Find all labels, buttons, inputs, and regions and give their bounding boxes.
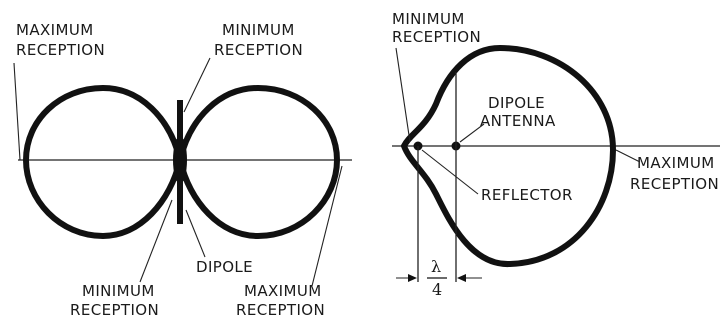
left-top-left-leader bbox=[13, 62, 21, 161]
dipole-label: DIPOLE bbox=[196, 258, 253, 276]
reflector-label: REFLECTOR bbox=[481, 186, 573, 204]
left-bottom-center-label: MINIMUM RECEPTION bbox=[70, 282, 160, 319]
spacing-numerator: λ bbox=[431, 257, 441, 276]
right-maximum-leader bbox=[615, 149, 641, 163]
right-lobe bbox=[176, 84, 341, 240]
dipole-pattern-diagram: MAXIMUM RECEPTION MINIMUM RECEPTION MINI… bbox=[13, 21, 352, 319]
dipole-antenna-leader bbox=[459, 123, 485, 143]
left-top-center-label: MINIMUM RECEPTION bbox=[214, 21, 303, 59]
left-lobe bbox=[22, 84, 184, 240]
reflector-pattern-diagram: MINIMUM RECEPTION DIPOLE ANTENNA MAXIMUM… bbox=[392, 10, 720, 299]
left-top-center-leader bbox=[183, 57, 211, 113]
dipole-antenna-label: DIPOLE ANTENNA bbox=[480, 94, 556, 130]
left-bottom-right-leader bbox=[311, 165, 343, 287]
dipole-label-leader bbox=[185, 209, 206, 258]
right-top-left-label: MINIMUM RECEPTION bbox=[392, 10, 481, 46]
spacing-left-arrowhead bbox=[408, 274, 417, 282]
cardioid-pattern bbox=[400, 44, 617, 268]
right-maximum-label: MAXIMUM RECEPTION bbox=[630, 154, 720, 193]
left-top-left-label: MAXIMUM RECEPTION bbox=[16, 21, 105, 59]
spacing-denominator: 4 bbox=[432, 280, 442, 299]
spacing-right-arrowhead bbox=[457, 274, 466, 282]
left-bottom-right-label: MAXIMUM RECEPTION bbox=[236, 282, 327, 319]
dipole-center-blob bbox=[173, 136, 187, 184]
left-bottom-center-leader bbox=[139, 199, 173, 283]
right-top-left-leader bbox=[395, 47, 411, 143]
reflector-leader bbox=[421, 149, 479, 195]
